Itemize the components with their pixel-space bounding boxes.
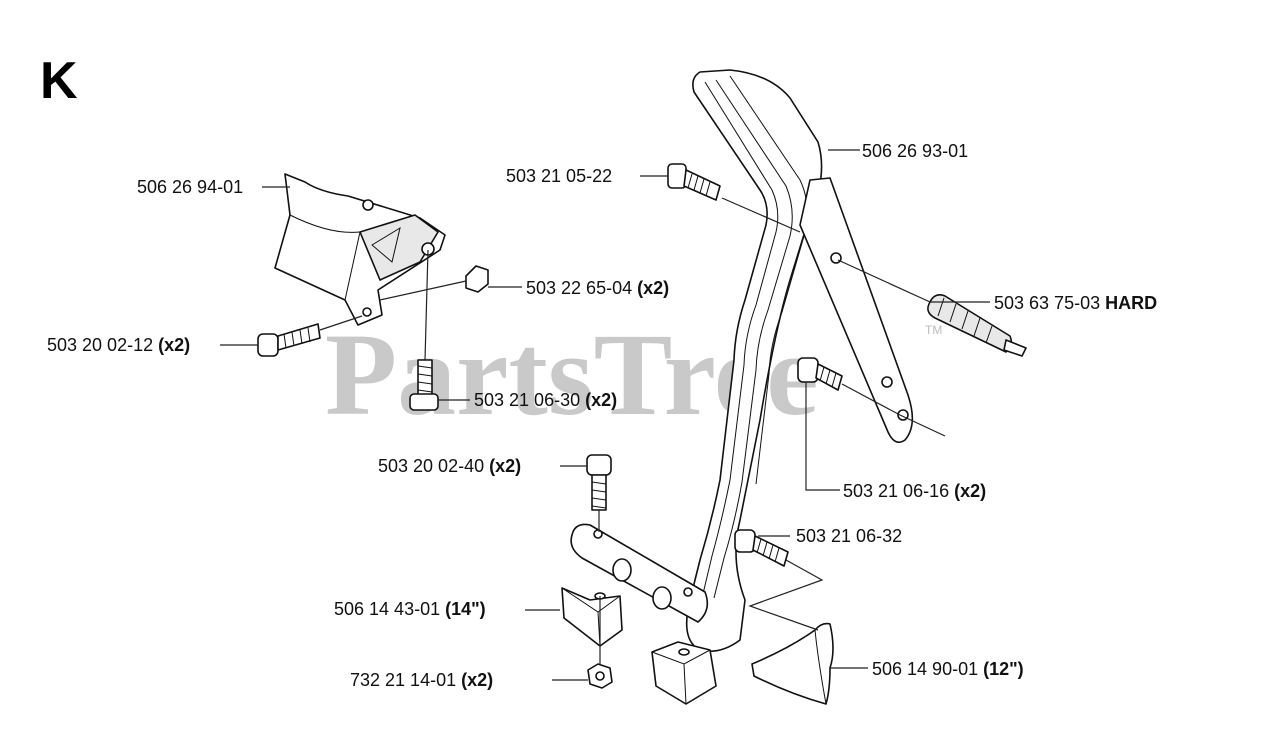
label-503-22-65-04[interactable]: 503 22 65-04 (x2) [526, 278, 669, 298]
label-503-20-02-12[interactable]: 503 20 02-12 (x2) [47, 335, 190, 355]
screw-503-21-06-32-drawing [734, 529, 789, 567]
screw-503-20-02-40-drawing [586, 454, 612, 511]
label-503-21-06-16[interactable]: 503 21 06-16 (x2) [843, 481, 986, 501]
nut-503-22-65-04-drawing [465, 265, 489, 293]
bumper-bar-drawing [570, 523, 709, 623]
label-503-21-05-22[interactable]: 503 21 05-22 [506, 166, 612, 186]
spike-506-14-43-01-drawing [561, 587, 623, 647]
screw-503-21-06-16-drawing [797, 357, 843, 391]
label-503-21-06-32[interactable]: 503 21 06-32 [796, 526, 902, 546]
handle-bracket-drawing [274, 173, 446, 326]
label-503-63-75-03[interactable]: 503 63 75-03 HARD [994, 293, 1157, 313]
label-506-26-93-01[interactable]: 506 26 93-01 [862, 141, 968, 161]
leader-lines [220, 149, 990, 681]
label-503-21-06-30[interactable]: 503 21 06-30 (x2) [474, 390, 617, 410]
label-732-21-14-01[interactable]: 732 21 14-01 (x2) [350, 670, 493, 690]
screw-503-20-02-12-drawing [257, 323, 321, 357]
buffer-503-63-75-03-drawing [927, 294, 1027, 357]
screw-503-21-05-22-drawing [667, 163, 721, 201]
label-503-20-02-40[interactable]: 503 20 02-40 (x2) [378, 456, 521, 476]
front-handle-drawing [685, 69, 823, 653]
label-506-14-43-01[interactable]: 506 14 43-01 (14") [334, 599, 486, 619]
section-letter: K [40, 52, 78, 110]
spike-lower-drawing [651, 641, 717, 705]
spike-506-14-90-01-drawing [751, 622, 834, 705]
screw-503-21-06-30-drawing [409, 359, 439, 411]
nut-732-21-14-01-drawing [587, 663, 613, 689]
label-506-26-94-01[interactable]: 506 26 94-01 [137, 177, 243, 197]
watermark-trademark: TM [925, 323, 942, 337]
label-506-14-90-01[interactable]: 506 14 90-01 (12") [872, 659, 1024, 679]
